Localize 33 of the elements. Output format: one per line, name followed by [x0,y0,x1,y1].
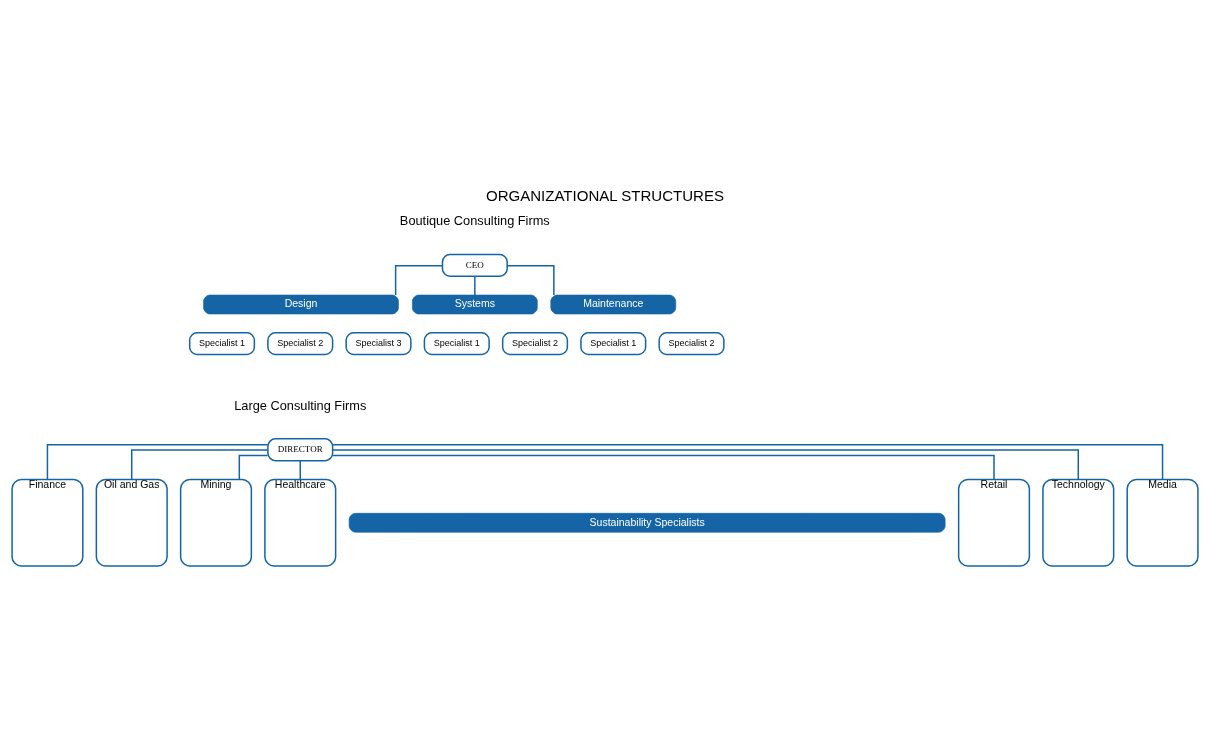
connector [130,449,269,481]
node-box: Specialist 1 [423,332,490,356]
node-box: CEO [441,253,508,278]
node-box: Design [203,294,399,315]
label: Boutique Consulting Firms [399,213,550,229]
node-box: Media [1126,478,1199,567]
node-box: Specialist 1 [580,332,647,356]
node-box: Specialist 3 [345,332,412,356]
node-box: Finance [11,478,84,567]
node-box: Technology [1042,478,1115,567]
connector [394,265,444,296]
connector [474,275,476,296]
node-box: Specialist 1 [188,332,256,356]
node-box: Specialist 2 [267,332,334,356]
node-box: Systems [412,294,538,315]
label: Large Consulting Firms [234,397,367,413]
connector [299,460,301,481]
connector [46,444,269,481]
node-box: DIRECTOR [267,438,334,462]
connector [332,454,995,481]
node-box: Sustainability Specialists [348,512,946,533]
node-box: Retail [957,478,1031,567]
diagram-title: ORGANIZATIONAL STRUCTURES [485,187,725,205]
node-box: Maintenance [550,294,677,315]
connector [331,449,1080,481]
node-box: Healthcare [264,478,337,567]
node-box: Specialist 2 [658,332,725,356]
node-box: Mining [179,478,253,567]
connector [238,454,269,481]
connector [332,444,1164,481]
node-box: Specialist 2 [501,332,569,356]
node-box: Oil and Gas [95,478,168,567]
connector [506,265,555,296]
